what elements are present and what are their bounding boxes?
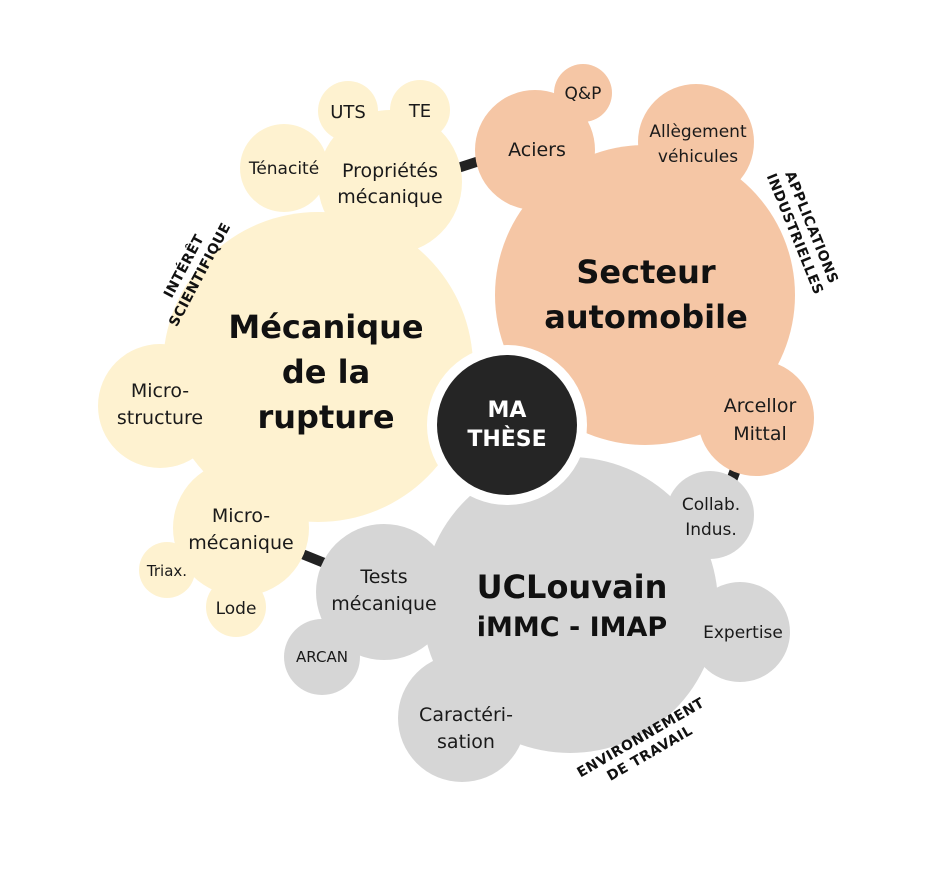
bubble-triax xyxy=(139,542,195,598)
bubble-caracterisation xyxy=(398,654,526,782)
cluster-mechanics xyxy=(98,80,473,637)
allegement-label-1: Allègement xyxy=(649,122,747,142)
props-label-1: Propriétés xyxy=(342,160,438,182)
arcellor-label-2: Mittal xyxy=(733,423,787,445)
bubble-collab xyxy=(666,471,754,559)
bubble-mecanique-main xyxy=(163,212,473,522)
aciers-label: Aciers xyxy=(508,139,566,161)
arcan-label: ARCAN xyxy=(296,648,348,666)
bubble-allegement xyxy=(638,84,754,200)
bubble-proprietes xyxy=(318,110,462,254)
bubble-qp xyxy=(554,64,612,122)
university-title-2: iMMC - IMAP xyxy=(477,612,667,643)
bubble-lode xyxy=(206,577,266,637)
microstructure-label-1: Micro- xyxy=(131,380,189,402)
collab-label-1: Collab. xyxy=(682,495,740,515)
bubble-te xyxy=(390,80,450,140)
center-line-2: THÈSE xyxy=(467,426,546,452)
props-label-2: mécanique xyxy=(337,186,442,208)
automotive-title-2: automobile xyxy=(544,298,748,336)
center-bubble xyxy=(437,355,577,495)
tests-label-2: mécanique xyxy=(331,593,436,615)
center-line-1: MA xyxy=(488,398,527,423)
tenacite-label: Ténacité xyxy=(248,159,319,179)
bubble-tests xyxy=(316,524,452,660)
cluster-university xyxy=(284,457,790,782)
bubble-arcan xyxy=(284,619,360,695)
caracterisation-label-2: sation xyxy=(437,731,495,753)
tests-label-1: Tests xyxy=(359,566,407,588)
mechanics-title-2: de la xyxy=(282,353,370,391)
micromecanique-label-2: mécanique xyxy=(188,532,293,554)
qp-label: Q&P xyxy=(565,84,602,104)
bubble-secteur-main xyxy=(495,145,795,445)
bubble-tenacite xyxy=(240,124,328,212)
allegement-label-2: véhicules xyxy=(658,147,738,167)
caracterisation-label-1: Caractéri- xyxy=(419,704,513,726)
cluster-automotive xyxy=(475,64,814,476)
bubble-micromecanique xyxy=(173,460,309,596)
expertise-label: Expertise xyxy=(703,623,783,643)
microstructure-label-2: structure xyxy=(117,407,203,429)
uts-label: UTS xyxy=(330,102,366,123)
bubble-microstructure xyxy=(98,344,222,468)
triax-label: Triax. xyxy=(146,562,187,580)
arcellor-label-1: Arcellor xyxy=(724,395,797,417)
mechanics-title-3: rupture xyxy=(257,398,394,436)
lode-label: Lode xyxy=(216,599,257,619)
bubble-aciers xyxy=(475,90,595,210)
bubble-arcellor xyxy=(698,360,814,476)
university-title-1: UCLouvain xyxy=(477,568,668,606)
bubble-expertise xyxy=(690,582,790,682)
te-label: TE xyxy=(408,101,431,122)
automotive-title-1: Secteur xyxy=(576,253,716,291)
mechanics-title-1: Mécanique xyxy=(228,308,423,346)
collab-label-2: Indus. xyxy=(685,520,737,540)
micromecanique-label-1: Micro- xyxy=(212,505,270,527)
connector-micromeca-tests xyxy=(297,548,327,568)
bubble-uts xyxy=(318,81,378,141)
